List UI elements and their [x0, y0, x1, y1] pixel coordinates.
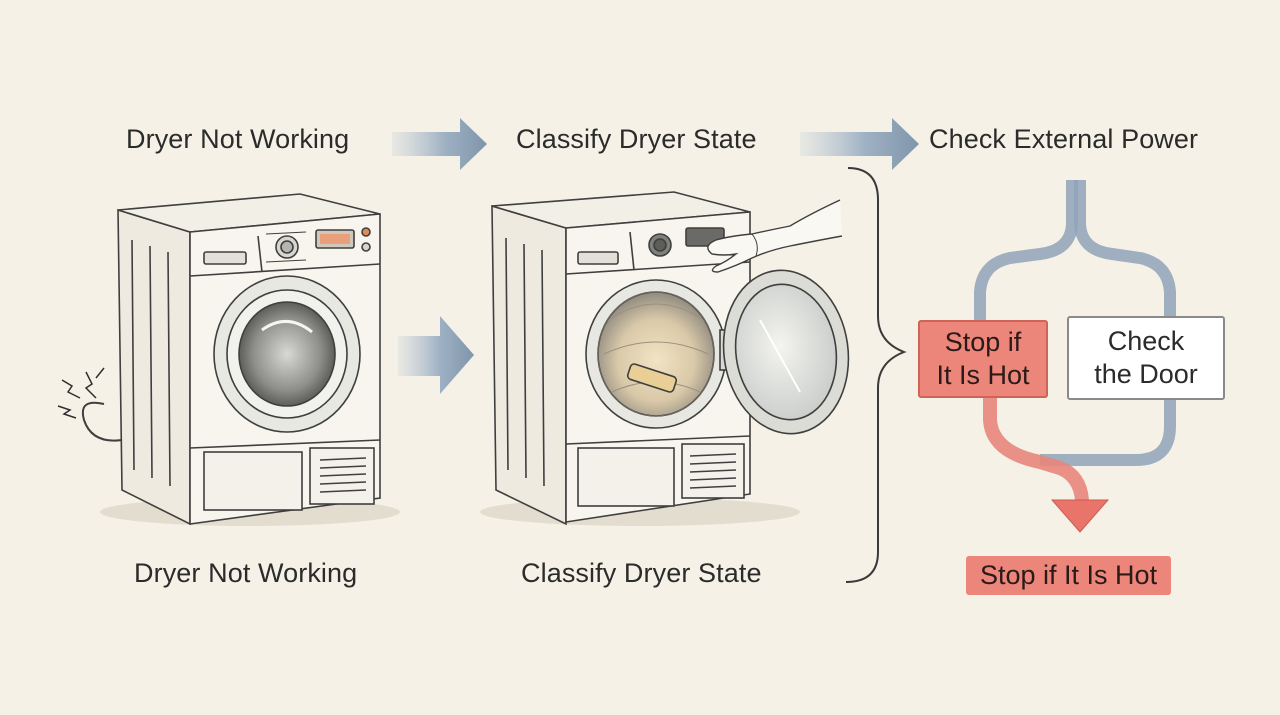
arrow-right-icon — [800, 118, 919, 170]
caption-classify-state: Classify Dryer State — [521, 558, 762, 588]
branch-stop-line2: It Is Hot — [936, 360, 1030, 390]
branch-check-door: Check the Door — [1067, 316, 1225, 400]
step-label-classify-state: Classify Dryer State — [516, 124, 757, 154]
step-label-check-power: Check External Power — [929, 124, 1199, 154]
arrow-right-icon — [398, 316, 474, 394]
branch-stop-line1: Stop if — [944, 327, 1022, 357]
caption-dryer-not-working: Dryer Not Working — [134, 558, 358, 588]
branch-flow-paths — [974, 180, 1176, 501]
arrow-right-icon — [392, 118, 487, 170]
brace-connector — [845, 167, 907, 583]
dryer-open-illustration — [480, 191, 850, 526]
branch-door-line1: Check — [1107, 326, 1185, 356]
outcome-stop-if-hot: Stop if It Is Hot — [966, 556, 1172, 595]
branch-door-line2: the Door — [1094, 359, 1198, 389]
arrow-down-icon — [1050, 499, 1110, 533]
step-label-dryer-not-working: Dryer Not Working — [126, 124, 350, 154]
dryer-closed-illustration — [82, 193, 400, 526]
branch-stop-if-hot: Stop if It Is Hot — [918, 320, 1048, 398]
electric-spark-icon — [57, 367, 105, 419]
